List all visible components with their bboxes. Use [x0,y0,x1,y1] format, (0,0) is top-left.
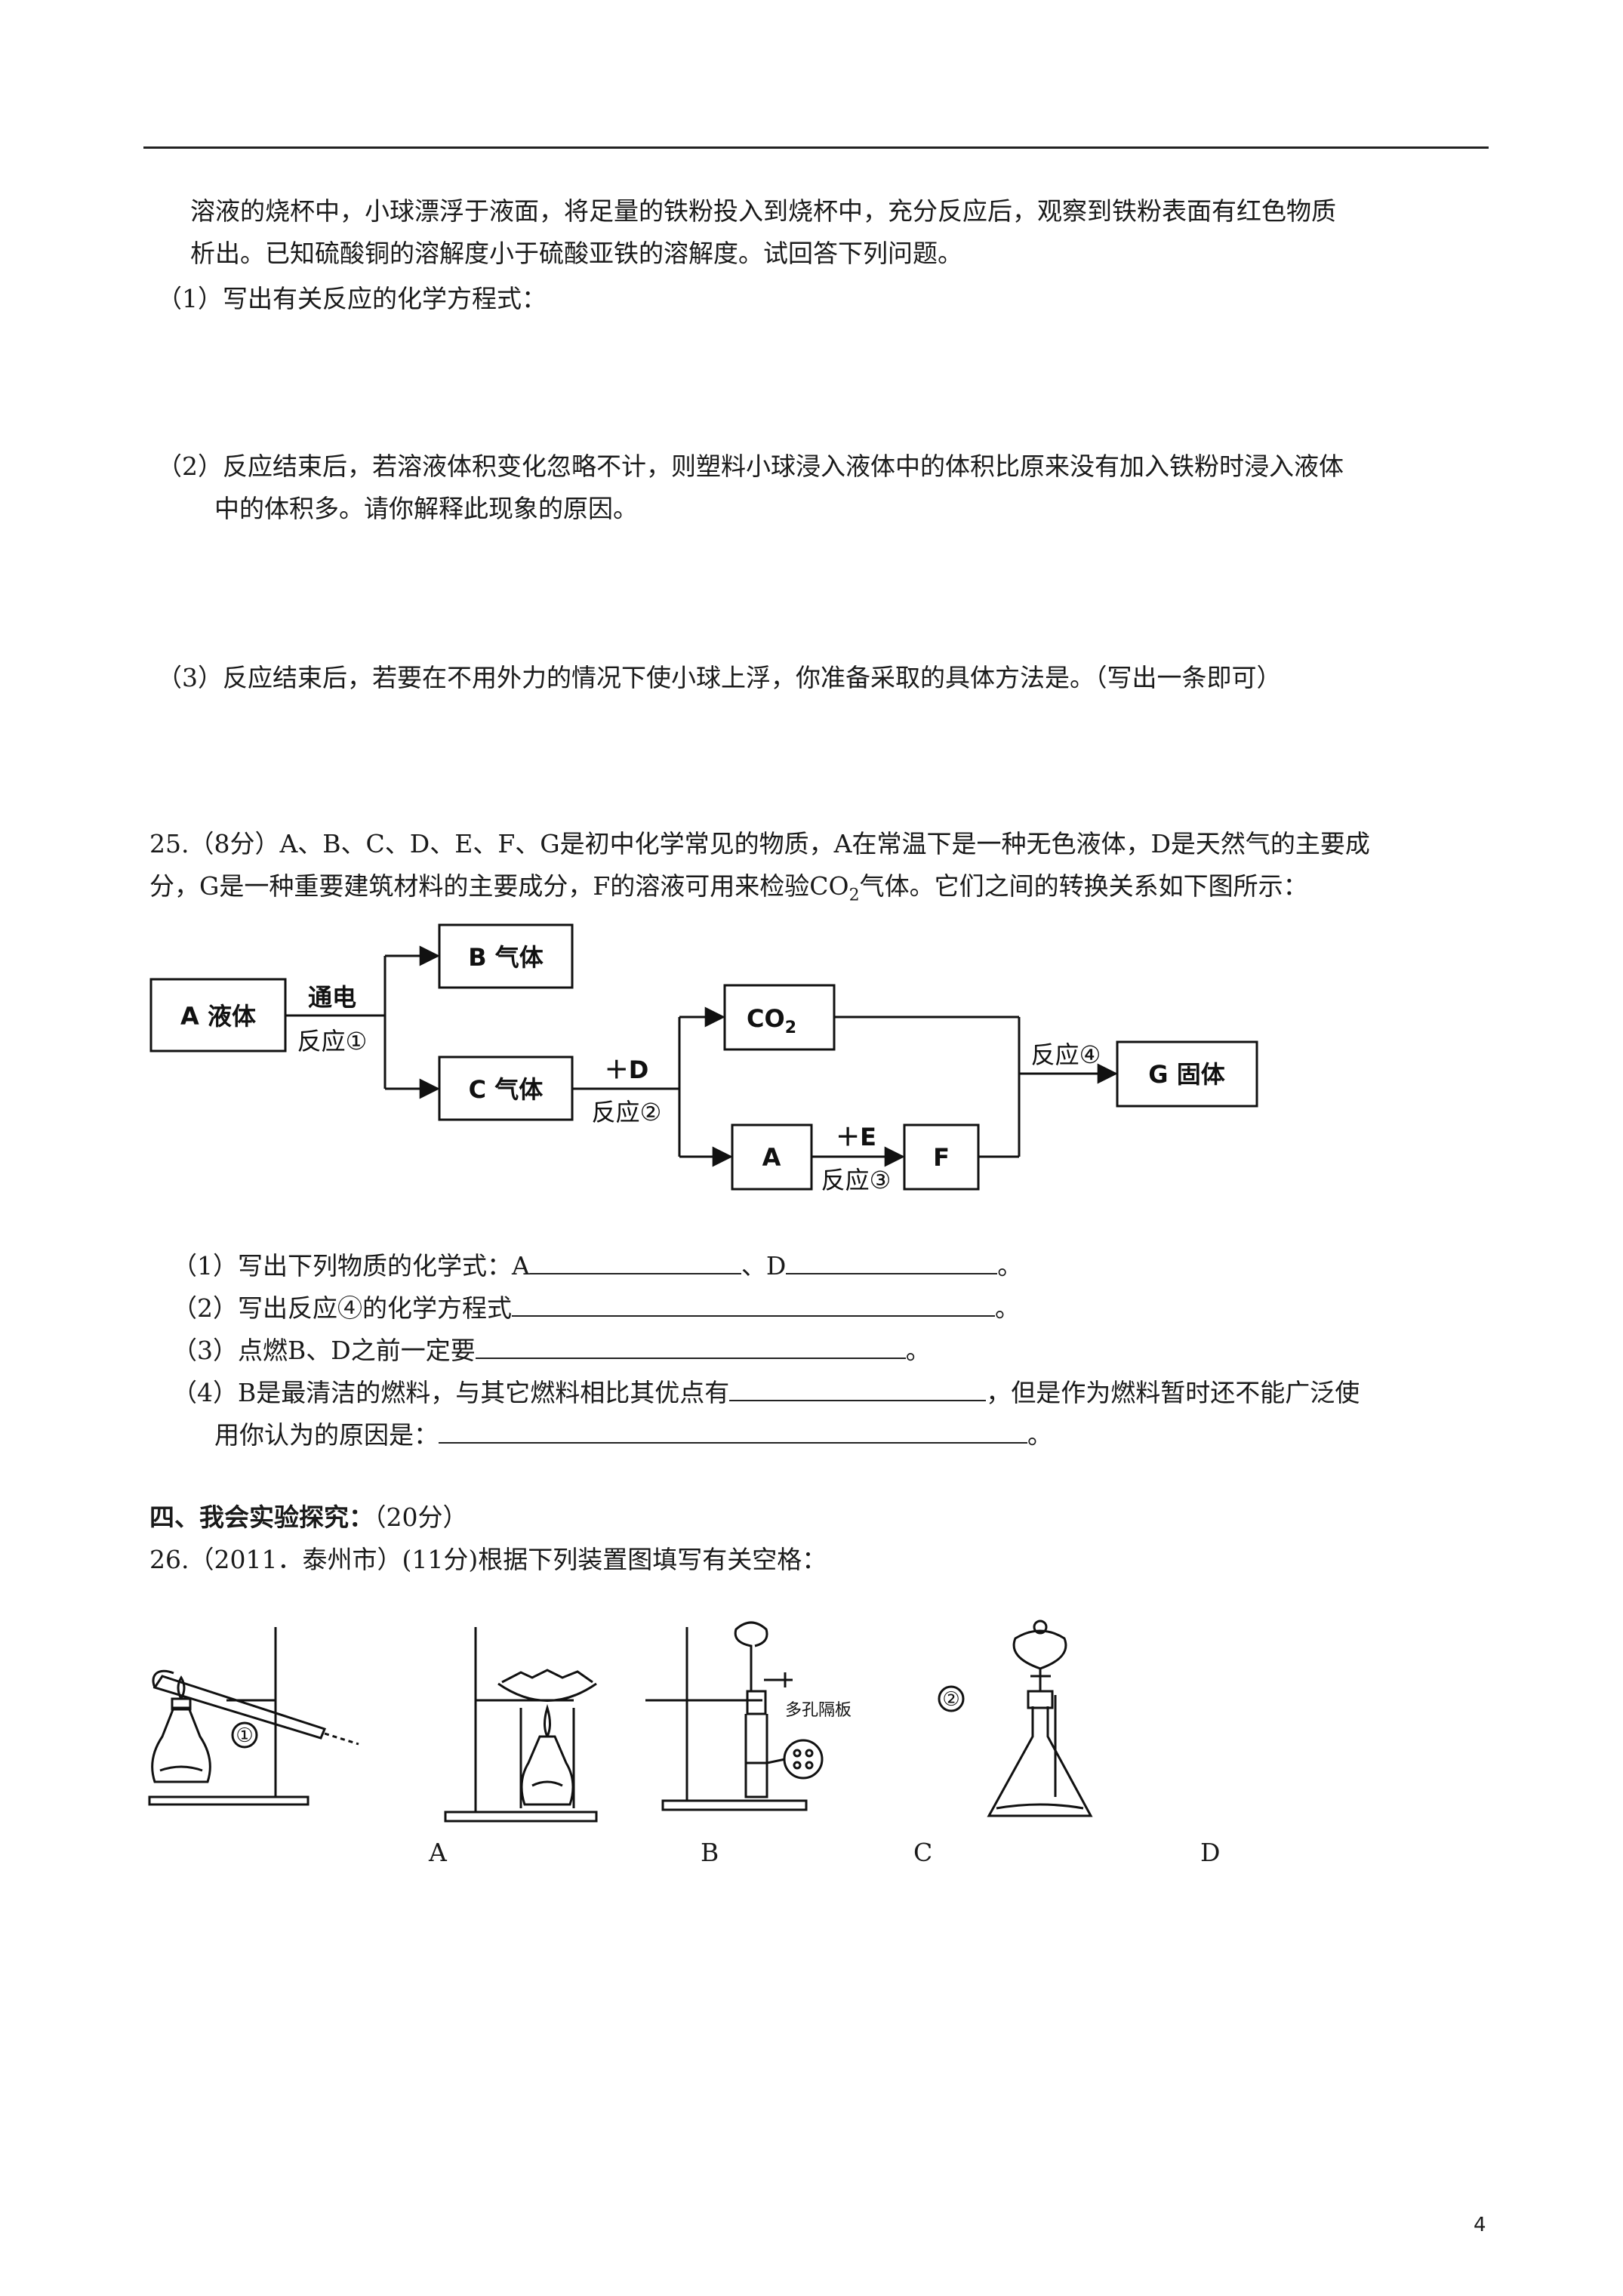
q24-part3: （3）反应结束后，若要在不用外力的情况下使小球上浮，你准备采取的具体方法是。（写… [157,663,1282,692]
q24-intro-line2: 析出。已知硫酸铜的溶解度小于硫酸亚铁的溶解度。试回答下列问题。 [190,239,962,268]
page-number: 4 [1474,2214,1486,2236]
box-a-liquid: A 液体 [180,1002,256,1031]
section4-heading: 四、我会实验探究：（20分） [149,1502,468,1532]
label-reaction-3: 反应③ [821,1166,892,1194]
q25-sub1: （1）写出下列物质的化学式：A、D。 [172,1249,1022,1283]
q25-stem-line2: 分，G是一种重要建筑材料的主要成分，F的溶液可用来检验CO2气体。它们之间的转换… [149,871,1308,905]
box-f: F [933,1143,950,1172]
q26-stem: 26.（2011．泰州市）(11分)根据下列装置图填写有关空格： [149,1545,827,1574]
q24-part2-line2: 中的体积多。请你解释此现象的原因。 [214,494,638,523]
apparatus-label-a: A [429,1838,447,1867]
box-g-solid: G 固体 [1148,1060,1224,1089]
answer-blank-equation4[interactable] [512,1291,995,1317]
label-reaction-1: 反应① [297,1027,368,1056]
apparatus-evaporation [444,1627,598,1823]
apparatus-porous-plate [645,1621,824,1811]
q25-sub4-line1: （4）B是最清洁的燃料，与其它燃料相比其优点有，但是作为燃料暂时还不能广泛使 [172,1376,1360,1410]
q24-part2-line1: （2）反应结束后，若溶液体积变化忽略不计，则塑料小球浸入液体中的体积比原来没有加… [157,451,1344,481]
label-reaction-2: 反应② [592,1098,662,1126]
label-tongdian: 通电 [308,983,356,1012]
header-rule [143,146,1489,149]
box-a-product: A [762,1143,781,1172]
q24-part1: （1）写出有关反应的化学方程式： [157,284,547,313]
q25-sub4-line2: 用你认为的原因是：。 [214,1418,1052,1452]
label-plus-e: ＋E [836,1123,876,1151]
apparatus-label-c: C [913,1838,933,1867]
label-plus-d: ＋D [605,1056,649,1084]
apparatus-flask-funnel [938,1620,1093,1817]
porous-plate-label: 多孔隔板 [785,1701,852,1720]
q25-sub3: （3）点燃B、D之前一定要。 [172,1333,931,1367]
answer-blank-a[interactable] [529,1249,741,1274]
answer-blank-d[interactable] [786,1249,998,1274]
apparatus-heating-tube [148,1627,359,1806]
answer-blank-advantage[interactable] [729,1376,987,1401]
answer-blank-before-ignite[interactable] [475,1333,906,1359]
apparatus-label-d: D [1200,1838,1221,1867]
callout-1: ① [236,1724,253,1747]
answer-blank-reason[interactable] [439,1418,1027,1444]
callout-2: ② [942,1688,959,1711]
box-c-gas: C 气体 [469,1075,544,1104]
q25-sub2: （2）写出反应④的化学方程式。 [172,1291,1020,1325]
label-reaction-4: 反应④ [1031,1040,1101,1069]
apparatus-label-b: B [701,1838,719,1867]
q24-intro-line1: 溶液的烧杯中，小球漂浮于液面，将足量的铁粉投入到烧杯中，充分反应后，观察到铁粉表… [190,196,1336,226]
q25-stem-line1: 25.（8分）A、B、C、D、E、F、G是初中化学常见的物质，A在常温下是一种无… [149,829,1370,858]
box-b-gas: B 气体 [468,943,544,972]
box-co2: CO2 [747,1004,796,1037]
